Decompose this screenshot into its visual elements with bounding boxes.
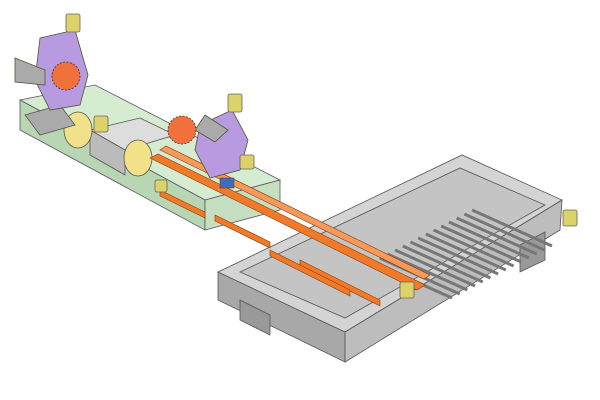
motors [65, 13, 578, 299]
cone-right [194, 114, 229, 143]
motor [65, 13, 81, 33]
motor [154, 179, 168, 193]
rail [214, 214, 271, 249]
yellow-drum [123, 139, 153, 177]
roller [409, 240, 492, 280]
blue-block [219, 177, 235, 189]
roller [440, 224, 522, 264]
rail [269, 249, 351, 297]
roller [455, 216, 538, 256]
roller [417, 236, 499, 276]
motor [239, 154, 255, 170]
roller [425, 232, 507, 272]
motor [562, 209, 578, 227]
table-bed [239, 167, 546, 319]
roller [463, 212, 545, 252]
cutter-wheel [51, 61, 81, 91]
roller [432, 228, 515, 268]
motor [93, 115, 109, 133]
rail [149, 153, 426, 291]
rail [299, 259, 381, 307]
transfer-rails [149, 145, 431, 307]
carriage-front [89, 129, 126, 176]
motor [227, 93, 243, 113]
vise-block [24, 104, 76, 136]
roller [394, 248, 476, 288]
roller [386, 252, 469, 292]
spindle [24, 104, 177, 177]
cutter-wheel [167, 115, 197, 145]
roller [448, 220, 530, 260]
cutter-housings [14, 29, 249, 179]
roller [402, 244, 484, 284]
rail [159, 189, 206, 219]
motor [399, 281, 415, 299]
cone-left [14, 57, 46, 86]
roller [471, 208, 553, 248]
table-leg [239, 299, 271, 336]
